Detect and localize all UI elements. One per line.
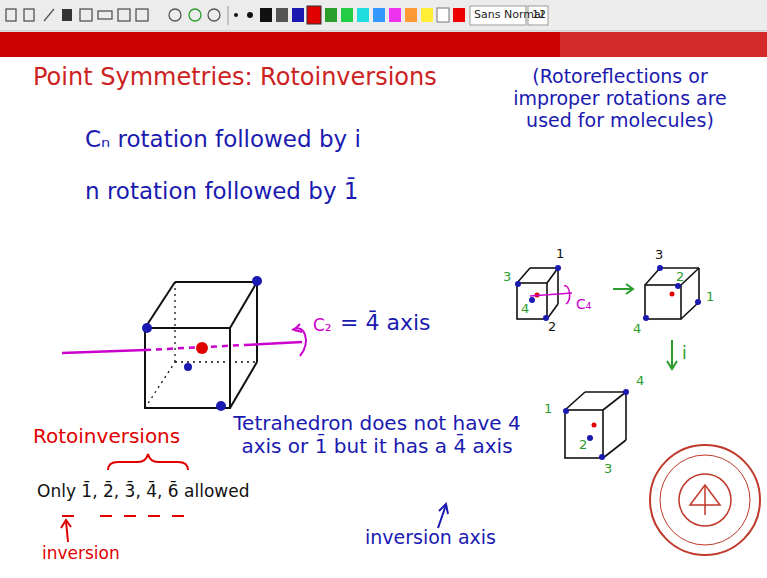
corner-number: 1 [706, 290, 714, 305]
axis-label: C₄ [576, 296, 591, 312]
axis-label: C₂ [313, 316, 332, 336]
axis-note: inversion axis [365, 527, 496, 549]
corner-number: 2 [548, 320, 556, 335]
operation-label: i [682, 344, 687, 364]
side-note: (Rotoreflections or improper rotations a… [490, 66, 750, 132]
corner-number: 2 [579, 438, 587, 453]
corner-number: 3 [604, 462, 612, 477]
corner-number: 1 [544, 402, 552, 417]
inversion-note: inversion [42, 544, 120, 564]
tetrahedron-note: Tetrahedron does not have 4 axis or 1̄ b… [232, 412, 522, 458]
corner-number: 3 [655, 248, 663, 263]
corner-number: 3 [503, 270, 511, 285]
toolbar-size: 12 [532, 9, 546, 22]
corner-number: 2 [676, 270, 684, 285]
corner-number: 4 [521, 302, 529, 317]
axis-note: = 4̄ axis [340, 310, 431, 335]
corner-number: 1 [556, 247, 564, 262]
slide-title: Point Symmetries: Rotoinversions [33, 64, 437, 92]
corner-number: 4 [633, 322, 641, 337]
definition-line: Cₙ rotation followed by i [85, 126, 361, 152]
corner-number: 4 [636, 374, 644, 389]
allowed-list: Only 1̄, 2̄, 3̄, 4̄, 6̄ allowed [37, 482, 249, 502]
definition-line: n rotation followed by 1̄ [85, 178, 358, 204]
heading-note: Rotoinversions [33, 425, 180, 448]
